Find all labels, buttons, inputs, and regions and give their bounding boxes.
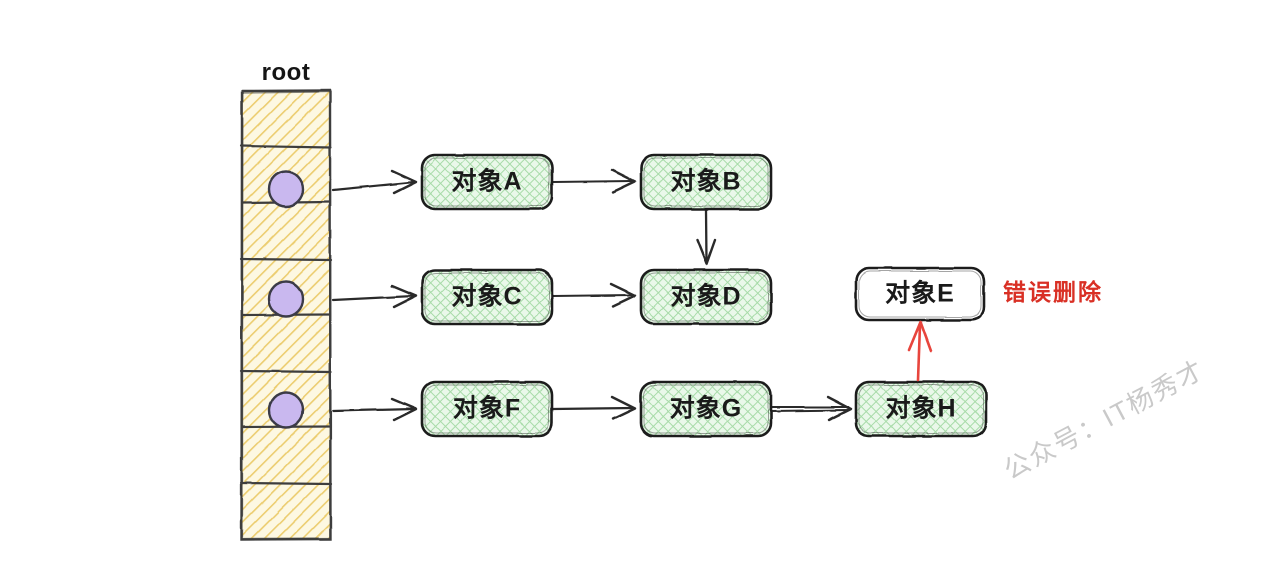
error-delete-annotation: 错误删除 <box>1003 279 1103 305</box>
node-C[interactable] <box>420 268 554 326</box>
node-G-label: 对象G <box>670 395 742 423</box>
edge-root-to-A <box>331 169 418 195</box>
node-E[interactable] <box>854 266 986 322</box>
node-G[interactable] <box>639 380 773 438</box>
root-reference-table <box>239 89 333 541</box>
edge-A-to-B <box>551 168 637 194</box>
edge-root-to-C <box>331 284 418 309</box>
edge-G-to-H <box>771 395 853 422</box>
root-slot-marker <box>267 170 305 208</box>
node-E-label: 对象E <box>885 280 955 308</box>
node-A[interactable] <box>420 153 554 211</box>
edge-H-to-E-erroneous <box>907 320 933 382</box>
edge-F-to-G <box>551 395 637 421</box>
node-D-label: 对象D <box>670 283 741 311</box>
root-slot-marker <box>267 280 305 318</box>
root-slot-marker <box>267 391 305 429</box>
node-F[interactable] <box>420 380 554 438</box>
node-A-label: 对象A <box>451 168 522 196</box>
watermark-label: 公众号：IT杨秀才 <box>999 354 1210 485</box>
node-F-label: 对象F <box>453 395 521 423</box>
node-H[interactable] <box>854 380 988 438</box>
node-C-label: 对象C <box>451 283 522 311</box>
node-H-label: 对象H <box>885 395 956 423</box>
node-D[interactable] <box>639 268 773 326</box>
node-B[interactable] <box>639 153 773 211</box>
edge-C-to-D <box>551 282 637 308</box>
edges-layer <box>331 168 853 422</box>
watermark: 公众号：IT杨秀才 <box>999 354 1210 485</box>
root-label: root <box>262 59 311 86</box>
edge-root-to-F <box>331 397 418 422</box>
node-B-label: 对象B <box>670 168 741 196</box>
edge-B-to-D <box>695 208 717 266</box>
